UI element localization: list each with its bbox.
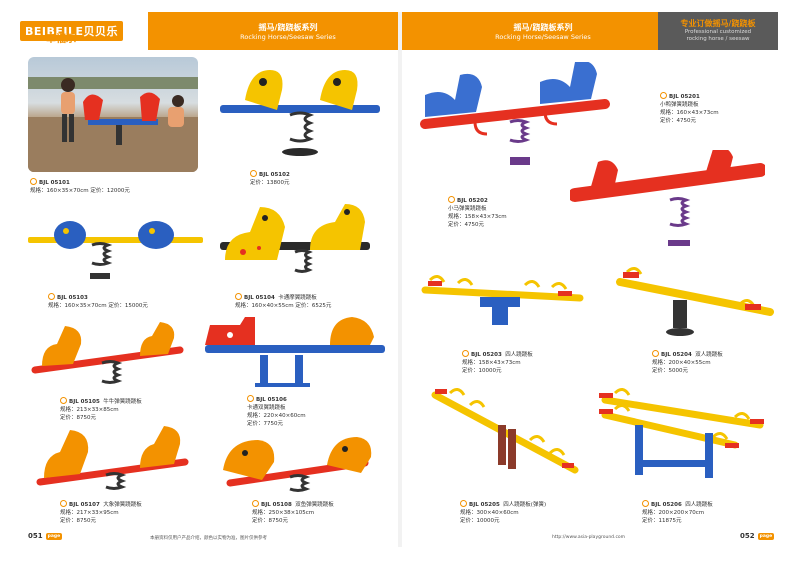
product-image-05206: [599, 388, 764, 478]
disclaimer-note: 本册资料仅用户产品介绍，颜色以实物为准，图片仅供参考: [150, 536, 267, 541]
caption-05108: BJL 05108 双鱼弹簧跷跷板 规格：250×38×105cm 定价：875…: [252, 502, 334, 524]
caption-05105: BJL 05105 牛牛弹簧跷跷板 规格：213×33×85cm 定价：8750…: [60, 399, 142, 421]
product-image-05107: [36, 426, 189, 490]
caption-05107: BJL 05107 大象弹簧跷跷板 规格：217×33×95cm 定价：8750…: [60, 502, 142, 524]
caption-05204: BJL 05204 双人跷跷板 规格：200×40×55cm 定价：5000元: [652, 352, 723, 374]
product-image-05104: [220, 204, 370, 273]
product-image-05105: [31, 322, 184, 384]
brand-logo: BEIBEILE贝贝乐: [0, 12, 148, 50]
right-series-title: 摇马/跷跷板系列 Rocking Horse/Seesaw Series: [495, 23, 591, 41]
logo-subtitle: 幸福乐: [46, 34, 76, 45]
header-bar: 摇马/跷跷板系列 Rocking Horse/Seesaw Series 摇马/…: [148, 12, 658, 50]
logo-text: BEIBEILE贝贝乐: [20, 21, 124, 41]
product-image-05102: [220, 70, 380, 156]
caption-05202: BJL 05202 小马弹簧跷跷板 规格：158×43×73cm 定价：4750…: [448, 198, 507, 228]
caption-05206: BJL 05206 四人跷跷板 规格：200×200×70cm 定价：11875…: [642, 502, 713, 524]
caption-05106: BJL 05106 卡通双翼跷跷板 规格：220×40×60cm 定价：7750…: [247, 397, 306, 427]
caption-05104: BJL 05104 卡通摩翼跷跷板 规格：160×40×55cm 定价：6525…: [235, 295, 332, 309]
caption-05205: BJL 05205 四人跷跷板(弹簧) 规格：300×40×60cm 定价：10…: [460, 502, 547, 524]
product-image-05204: [616, 267, 774, 336]
website-url[interactable]: http://www.asia-playground.com: [552, 535, 626, 540]
product-image-05205: [431, 388, 579, 474]
caption-05103: BJL 05103 规格：160×35×70cm 定价：15000元: [48, 295, 148, 309]
corner-banner: 专业订做摇马/跷跷板 Professional customized rocki…: [658, 12, 778, 50]
product-image-05108: [223, 437, 372, 492]
product-image-05103: [28, 221, 203, 279]
caption-05101: BJL 05101 规格：160×35×70cm 定价：12000元: [30, 180, 130, 194]
product-image-05203: [421, 275, 584, 325]
product-image-05201: [420, 62, 610, 165]
left-series-title: 摇马/跷跷板系列 Rocking Horse/Seesaw Series: [240, 23, 336, 41]
product-image-05202: [570, 150, 765, 246]
page-spine: [398, 12, 402, 547]
product-photo-05101: [28, 57, 198, 172]
right-page-number: 052 page: [740, 532, 775, 540]
caption-05201: BJL 05201 小鸭弹簧跷跷板 规格：160×43×73cm 定价：4750…: [660, 94, 719, 124]
caption-05102: BJL 05102 定价：13800元: [250, 172, 290, 186]
left-page-number: 051 page: [28, 532, 63, 540]
caption-05203: BJL 05203 四人跷跷板 规格：158×43×73cm 定价：10000元: [462, 352, 533, 374]
product-image-05106: [205, 317, 385, 387]
